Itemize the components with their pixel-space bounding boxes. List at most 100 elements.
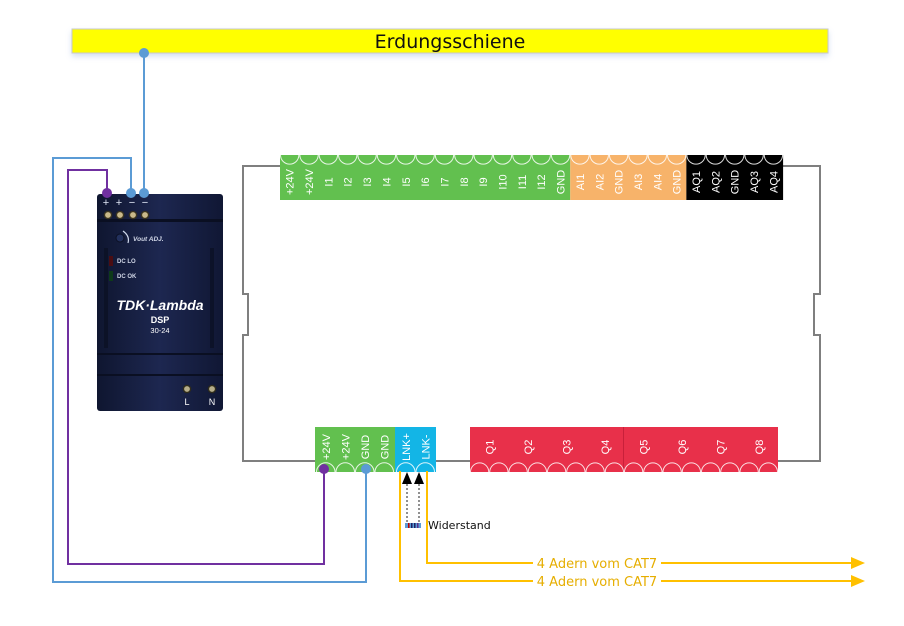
grounding-busbar[interactable]: Erdungsschiene (71, 28, 829, 54)
terminal-screw-icon[interactable] (318, 154, 339, 165)
cat-label-bg (533, 573, 661, 589)
terminal-label: GND (614, 170, 626, 195)
terminal-block-power (315, 427, 395, 472)
screw-terminal-n-icon[interactable] (207, 384, 217, 394)
arrow-up-icon (402, 472, 412, 484)
psu-terminal-mark-3: − (129, 197, 135, 209)
terminal-screw-icon[interactable] (396, 154, 416, 165)
terminal-label: I3 (362, 177, 374, 186)
terminal-screw-icon[interactable] (681, 462, 701, 473)
wire-cat7-lnk-plus[interactable] (399, 471, 860, 582)
psu-rating: 30-24 (150, 326, 169, 335)
terminal-screw-icon[interactable] (643, 462, 663, 473)
terminal-screw-icon[interactable] (357, 154, 377, 165)
arrow-right-icon (851, 557, 865, 569)
terminal-screw-icon[interactable] (705, 154, 726, 165)
terminal-screw-icon[interactable] (739, 462, 759, 473)
terminal-label: AI2 (594, 174, 606, 191)
terminal-screw-icon[interactable] (585, 462, 605, 473)
terminal-screw-icon[interactable] (396, 462, 416, 473)
terminal-screw-icon[interactable] (744, 154, 764, 165)
terminal-label: I10 (498, 174, 510, 189)
terminal-label: AQ1 (691, 171, 703, 193)
terminal-screw-icon[interactable] (335, 462, 355, 473)
terminal-screw-icon[interactable] (604, 462, 624, 473)
terminal-screw-icon[interactable] (720, 462, 740, 473)
terminal-screw-icon[interactable] (628, 154, 648, 165)
screw-terminal-l-icon[interactable] (182, 384, 192, 394)
psu-body (97, 194, 223, 411)
terminal-screw-icon[interactable] (512, 154, 532, 165)
terminal-label: Q3 (561, 440, 573, 455)
terminal-screw-icon[interactable] (624, 462, 644, 473)
screw-terminal-icon[interactable] (103, 210, 113, 220)
terminal-label: Q7 (715, 440, 727, 455)
psu-divider-mid (97, 353, 223, 355)
terminal-block-link (395, 427, 436, 472)
wire-plus-24v[interactable] (67, 169, 325, 565)
terminal-screw-icon[interactable] (508, 462, 528, 473)
terminal-screw-icon[interactable] (686, 154, 706, 165)
terminal-screw-icon[interactable] (374, 462, 394, 473)
wire-cat7-lnk-minus[interactable] (426, 471, 860, 564)
terminal-screw-icon[interactable] (608, 154, 629, 165)
psu-divider-bottom (97, 374, 223, 376)
terminal-screw-icon[interactable] (489, 462, 509, 473)
terminal-screw-icon[interactable] (662, 462, 682, 473)
terminal-screw-icon[interactable] (415, 154, 435, 165)
terminal-screw-icon[interactable] (763, 154, 784, 165)
terminal-label: AQ4 (768, 171, 780, 193)
terminal-screw-icon[interactable] (473, 154, 493, 165)
power-supply[interactable]: + + − − Vout ADJ. DC LO DC OK TDK·Lambda… (97, 194, 223, 411)
terminal-screw-icon[interactable] (355, 462, 375, 473)
terminal-label: GND (379, 435, 391, 460)
psu-model: DSP (151, 315, 170, 325)
terminal-screw-icon[interactable] (725, 154, 745, 165)
terminal-label: LNK- (420, 434, 432, 459)
terminal-label: +24V (304, 168, 316, 195)
dc-lo-label: DC LO (117, 259, 136, 265)
terminal-screw-icon[interactable] (280, 154, 300, 165)
terminal-screw-icon[interactable] (338, 154, 358, 165)
terminal-screw-icon[interactable] (316, 462, 336, 473)
vout-adjust-knob-icon[interactable] (115, 233, 125, 243)
wires: 4 Adern vom CAT7 4 Adern vom CAT7 Widers… (52, 48, 865, 590)
terminal-screw-icon[interactable] (550, 154, 571, 165)
terminal-label: +24V (321, 433, 333, 460)
psu-minus-connection-dot (126, 188, 136, 198)
terminal-screw-icon[interactable] (434, 154, 455, 165)
terminal-screw-icon[interactable] (667, 154, 687, 165)
terminal-label: +24V (285, 168, 297, 195)
terminal-label: Q5 (638, 440, 650, 455)
terminal-screw-icon[interactable] (566, 462, 586, 473)
terminal-screw-icon[interactable] (492, 154, 513, 165)
terminal-screw-icon[interactable] (299, 154, 319, 165)
terminal-screw-icon[interactable] (415, 462, 435, 473)
terminal-screw-icon[interactable] (647, 154, 667, 165)
terminal-screw-icon[interactable] (547, 462, 567, 473)
terminal-block-orange (570, 155, 687, 200)
terminal-screw-icon[interactable] (376, 154, 397, 165)
screw-terminal-icon[interactable] (140, 210, 150, 220)
terminal-screw-icon[interactable] (454, 154, 474, 165)
terminal-label: GND (730, 170, 742, 195)
terminal-screw-icon[interactable] (531, 154, 551, 165)
terminal-block-black (686, 155, 784, 200)
terminal-label: Q6 (677, 440, 689, 455)
terminal-screw-icon[interactable] (701, 462, 721, 473)
terminal-screw-icon[interactable] (589, 154, 609, 165)
vout-label: Vout ADJ. (133, 236, 164, 243)
terminal-screw-icon[interactable] (470, 462, 490, 473)
resistor-icon[interactable] (405, 523, 421, 528)
module-24v-connection-dot (319, 464, 329, 474)
terminal-screw-icon[interactable] (527, 462, 547, 473)
screw-terminal-icon[interactable] (115, 210, 125, 220)
wire-gnd[interactable] (52, 157, 367, 583)
psu-minus-connection-dot (139, 188, 149, 198)
terminal-screw-icon[interactable] (570, 154, 590, 165)
screw-terminal-icon[interactable] (128, 210, 138, 220)
terminal-screw-icon[interactable] (758, 462, 778, 473)
terminal-label: Q4 (600, 440, 612, 455)
terminal-label: I9 (478, 177, 490, 186)
